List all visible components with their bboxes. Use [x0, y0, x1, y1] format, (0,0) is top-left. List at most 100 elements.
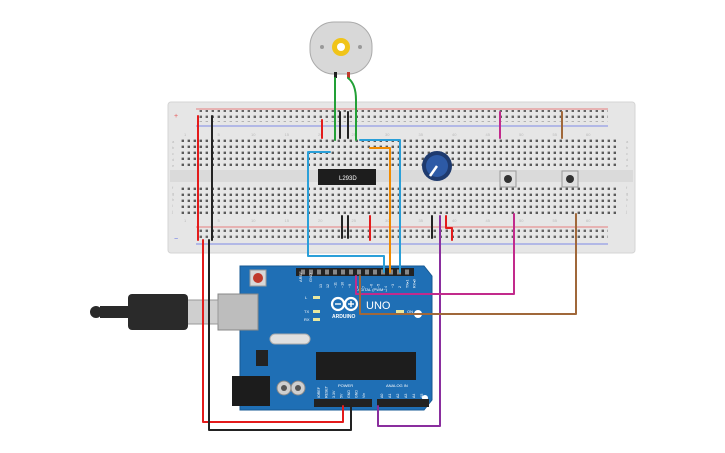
column-number: 30: [385, 218, 390, 223]
tx-led-label: TX: [304, 309, 309, 314]
on-led: [396, 310, 404, 313]
column-number: 20: [318, 132, 323, 137]
potentiometer-knob-icon: [428, 165, 439, 177]
column-number: 35: [419, 132, 424, 137]
row-letter: c: [172, 151, 174, 156]
wire-cyan-pin5: [359, 139, 401, 273]
digital-pin-label: 12: [326, 284, 330, 288]
column-number: 1: [184, 132, 187, 137]
column-number: 10: [251, 218, 256, 223]
column-number: 5: [218, 132, 221, 137]
arduino-model: UNO: [366, 300, 391, 312]
rx-led: [313, 318, 320, 321]
row-letter: d: [626, 157, 628, 162]
wire-red-5v: [202, 239, 344, 423]
row-letter: h: [172, 197, 174, 202]
digital-header-label: DIGITAL (PWM~): [356, 287, 388, 292]
column-number: 60: [586, 218, 591, 223]
push-button-1[interactable]: [499, 170, 517, 188]
row-letter: a: [626, 139, 629, 144]
digital-pin-label: 13: [319, 284, 323, 288]
l293d-label: L293D: [339, 176, 357, 182]
top-rail-holes: [196, 110, 608, 122]
row-letter: j: [625, 209, 627, 214]
analog-pin-label: A4: [412, 394, 416, 398]
arduino-brand: ARDUINO: [332, 314, 355, 320]
analog-header-label: ANALOG IN: [386, 383, 408, 388]
wire-magenta-button1: [355, 213, 515, 295]
row-letter: f: [626, 185, 628, 190]
wires: [197, 77, 577, 431]
column-number: 15: [285, 132, 290, 137]
potentiometer[interactable]: [422, 151, 452, 181]
digital-pin-label: 7: [362, 286, 366, 288]
row-letter: e: [626, 163, 629, 168]
column-number: 50: [519, 132, 524, 137]
wire-purple-a0: [377, 215, 441, 427]
digital-pin-label: ~3: [391, 284, 395, 288]
column-number: 30: [385, 132, 390, 137]
row-letter: b: [626, 145, 629, 150]
digital-pin-label: ~5: [377, 284, 381, 288]
column-number: 55: [553, 218, 558, 223]
voltage-regulator: [256, 350, 268, 366]
power-pin-label: 5V: [340, 393, 344, 398]
reset-button-cap-icon: [253, 273, 263, 283]
column-number: 20: [318, 218, 323, 223]
analog-pin-header: [377, 399, 429, 407]
l-led-label: L: [305, 295, 308, 300]
wire-blue-pin9: [307, 151, 385, 273]
column-number: 45: [486, 218, 491, 223]
power-pin-label: IOREF: [317, 386, 321, 398]
digital-pin-label: 4: [384, 286, 388, 288]
usb-cable: [90, 294, 219, 330]
power-pin-label: 3.3V: [332, 390, 336, 398]
power-pin-label: Vin: [362, 393, 366, 398]
column-number: 15: [285, 218, 290, 223]
row-letter: f: [172, 185, 174, 190]
digital-pin-label: ~9: [348, 284, 352, 288]
wire-black-gnd: [208, 239, 352, 431]
row-letter: j: [171, 209, 173, 214]
analog-pin-label: A2: [396, 394, 400, 398]
column-number: 40: [452, 218, 457, 223]
rail-plus-sign: +: [174, 113, 178, 120]
lower-terminal-holes: [178, 184, 618, 214]
row-letter: i: [626, 203, 627, 208]
usb-plug-body: [128, 294, 188, 330]
column-number: 1: [184, 218, 187, 223]
column-number: 5: [218, 218, 221, 223]
digital-pin-header: [296, 268, 414, 276]
digital-pin-label: ~11: [333, 282, 337, 288]
column-number: 25: [352, 132, 357, 137]
aref-label: AREF: [298, 271, 303, 282]
l-led: [313, 296, 320, 299]
wire-motor-green-2: [347, 77, 357, 141]
column-number: 35: [419, 218, 424, 223]
wire-orange-pin6: [369, 147, 391, 273]
digital-pin-label: 2: [398, 286, 402, 288]
row-letter: a: [172, 139, 175, 144]
tx-led: [313, 310, 320, 313]
row-letter: i: [172, 203, 173, 208]
usb-b-port: [217, 293, 259, 331]
digital-pin-label: ~6: [369, 284, 373, 288]
column-number: 40: [452, 132, 457, 137]
column-number: 60: [586, 132, 591, 137]
column-number: 55: [553, 132, 558, 137]
wire-brown-button2: [359, 213, 577, 315]
crystal-oscillator: [269, 333, 311, 345]
power-jack: [232, 376, 270, 406]
analog-pin-label: A5: [420, 394, 424, 398]
analog-pin-label: A1: [388, 394, 392, 398]
push-button-2[interactable]: [561, 170, 579, 188]
row-letter: g: [172, 191, 174, 196]
column-number: 45: [486, 132, 491, 137]
on-led-label: ON: [407, 309, 413, 314]
